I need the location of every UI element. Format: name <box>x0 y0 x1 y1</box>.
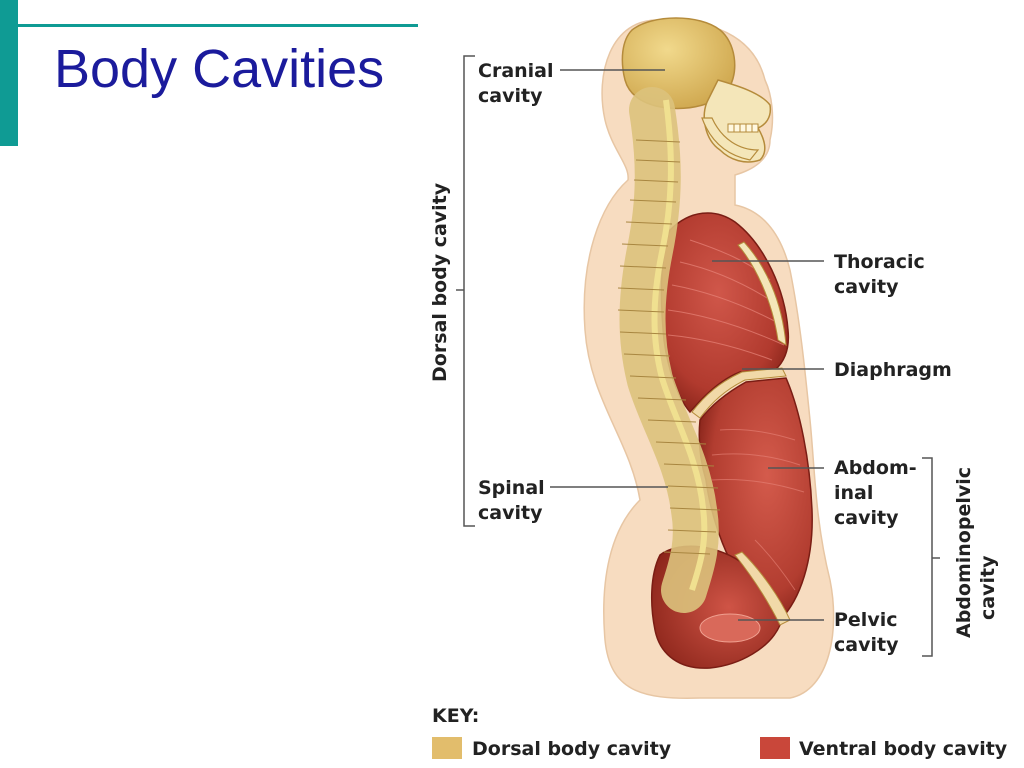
pelvic-cavity-label: Pelvic cavity <box>834 609 904 656</box>
cranial-cavity-label: Cranial cavity <box>478 60 560 107</box>
diaphragm-shape <box>691 367 787 419</box>
key-swatch-ventral <box>760 737 790 759</box>
slide-title: Body Cavities <box>54 39 385 99</box>
accent-line <box>18 24 418 27</box>
accent-bar <box>0 0 18 146</box>
jaw <box>701 117 760 161</box>
thoracic-cavity-label: Thoracic cavity <box>834 251 931 298</box>
spinal-column <box>619 87 719 613</box>
bladder <box>699 613 761 643</box>
abdominopelvic-bracket <box>922 457 940 657</box>
dorsal-body-cavity-label: Dorsal body cavity <box>429 182 451 382</box>
dorsal-bracket <box>456 55 475 527</box>
vertebrae <box>617 139 721 555</box>
spinal-cavity-line <box>651 99 708 591</box>
key-label-ventral: Ventral body cavity <box>799 738 1008 760</box>
spinal-cavity-label: Spinal cavity <box>478 477 551 524</box>
abdominopelvic-cavity-label: Abdominopelvic cavity <box>953 460 999 638</box>
diaphragm-label: Diaphragm <box>834 359 952 381</box>
teeth <box>727 123 759 133</box>
key-title: KEY: <box>432 705 479 727</box>
key-label-dorsal: Dorsal body cavity <box>472 738 672 760</box>
key-swatch-dorsal <box>432 737 462 759</box>
abdominal-cavity-label: Abdom- inal cavity <box>834 457 923 529</box>
intestine-lines <box>711 429 805 591</box>
